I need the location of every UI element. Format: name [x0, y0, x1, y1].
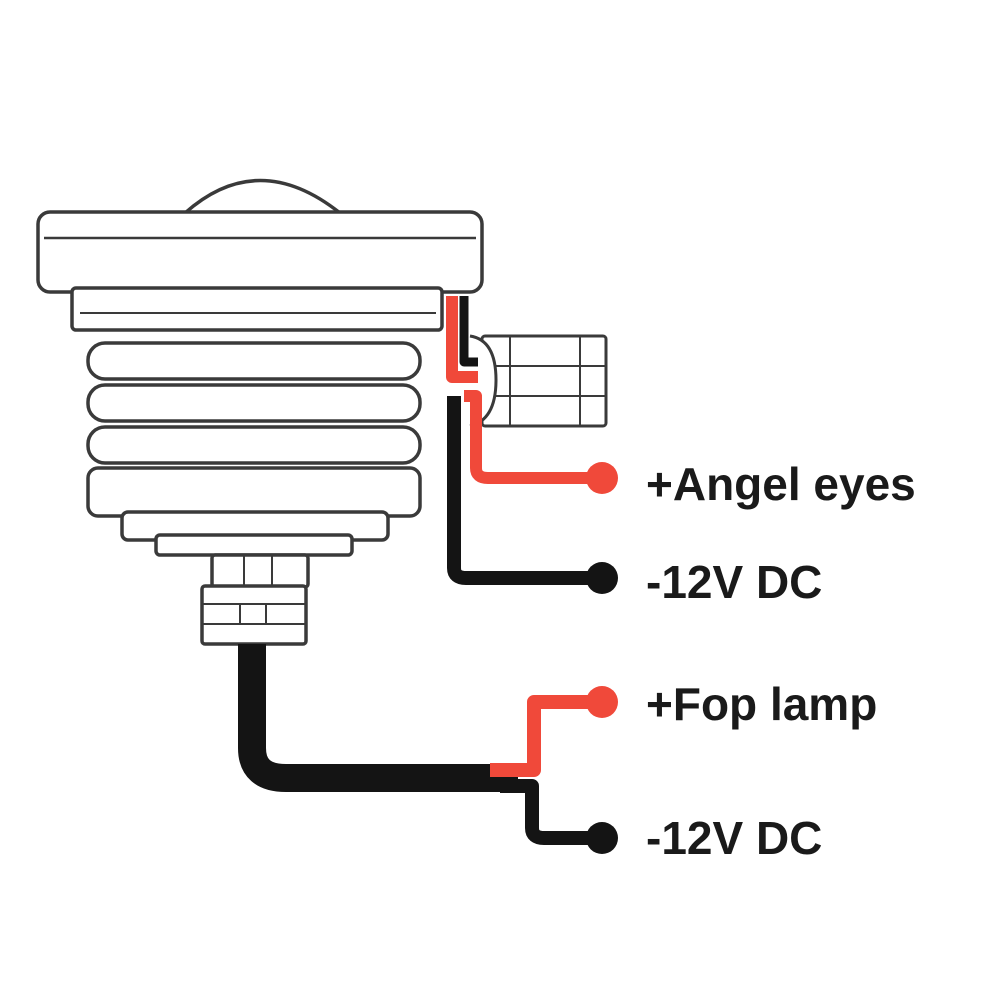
cooling-fin [86, 383, 422, 423]
cable-gland-lower [200, 584, 308, 646]
cooling-fin [86, 341, 422, 381]
fog-lamp-negative-label: -12V DC [646, 812, 823, 864]
fog-lamp-positive-label: +Fop lamp [646, 678, 878, 730]
lens-dome [183, 178, 342, 215]
angel-eyes-positive-terminal [586, 462, 618, 494]
fog-lamp-positive-terminal [586, 686, 618, 718]
fog-lamp-wires [238, 644, 600, 845]
lower-ring [86, 466, 422, 518]
angel-eyes-positive-label: +Angel eyes [646, 458, 916, 510]
fog-lamp-housing [36, 178, 484, 646]
cooling-fin [86, 425, 422, 465]
housing-base-bottom [154, 533, 354, 557]
fog-lamp-negative-terminal [586, 822, 618, 854]
angel-eyes-negative-terminal [586, 562, 618, 594]
housing-neck [70, 286, 444, 332]
connector-block [469, 334, 608, 428]
angel-eyes-negative-label: -12V DC [646, 556, 823, 608]
cable-gland [210, 553, 310, 589]
top-bezel [36, 210, 484, 294]
angel-eyes-wires [446, 296, 600, 585]
